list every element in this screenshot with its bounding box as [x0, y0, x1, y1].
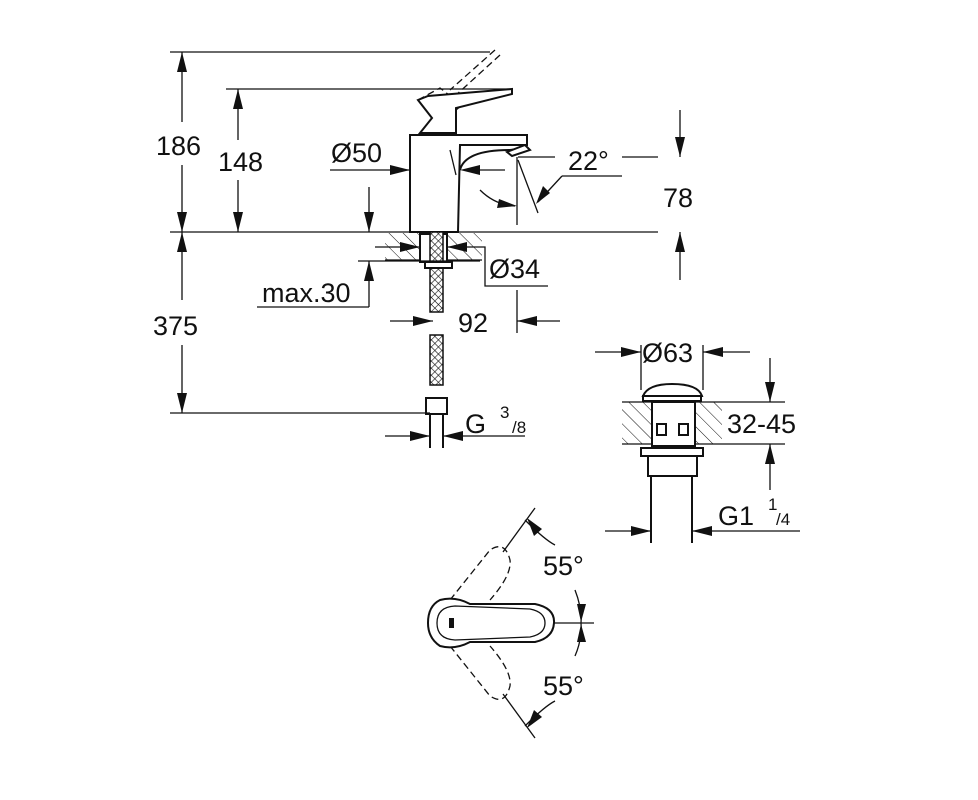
dim-lever-rotation-up: 55° [543, 551, 584, 581]
thread-sup: 3 [500, 403, 509, 422]
dim-shank-diameter: Ø34 [489, 254, 540, 284]
dim-waste-thread: G1 1 /4 [718, 495, 790, 531]
waste-plug-view [595, 345, 800, 543]
thread-main: G [465, 409, 486, 439]
thread-sup: 1 [768, 495, 777, 514]
faucet-side-view [170, 49, 658, 448]
dim-hose-thread: G 3 /8 [465, 403, 526, 439]
dim-max-counter: max.30 [262, 278, 351, 308]
dim-lever-rotation-down: 55° [543, 671, 584, 701]
dim-spout-reach: 92 [458, 308, 488, 338]
dim-spout-clearance: 78 [663, 183, 693, 213]
dimension-lines [170, 52, 685, 441]
lever-top-view [426, 507, 594, 739]
dim-hose-length: 375 [153, 311, 198, 341]
dim-body-diameter: Ø50 [331, 138, 382, 168]
dim-waste-counter: 32-45 [727, 409, 796, 439]
thread-sub: /8 [512, 418, 526, 437]
dim-waste-diameter: Ø63 [642, 338, 693, 368]
thread-sub: /4 [776, 510, 790, 529]
dim-spout-angle: 22° [568, 146, 609, 176]
thread-main: G1 [718, 501, 754, 531]
dim-total-height: 186 [156, 131, 201, 161]
dim-spout-height: 148 [218, 147, 263, 177]
